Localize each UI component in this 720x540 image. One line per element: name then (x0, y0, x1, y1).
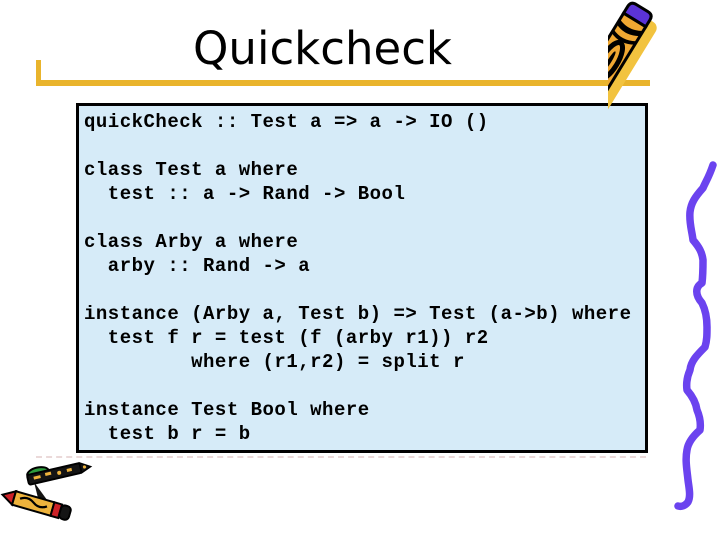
code-line: test :: a -> Rand -> Bool (84, 183, 406, 205)
code-line (84, 374, 645, 398)
page-title: Quickcheck (193, 22, 452, 75)
code-line: instance (Arby a, Test b) => Test (a->b)… (84, 303, 632, 325)
placeholder-dashed-line (36, 456, 646, 458)
code-line: where (r1,r2) = split r (84, 351, 465, 373)
squiggle-icon (674, 161, 717, 511)
code-line: quickCheck :: Test a => a -> IO () (84, 111, 489, 133)
code-line: class Arby a where (84, 231, 299, 253)
code-line: instance Test Bool where (84, 399, 370, 421)
code-line: test b r = b (84, 423, 251, 445)
code-line (84, 134, 645, 158)
code-line: class Test a where (84, 159, 299, 181)
code-line (84, 278, 645, 302)
code-line: arby :: Rand -> a (84, 255, 311, 277)
code-line: test f r = test (f (arby r1)) r2 (84, 327, 489, 349)
pencil-icon (608, 1, 657, 133)
title-underline (36, 60, 650, 86)
crayons-icon (0, 461, 93, 521)
code-box: quickCheck :: Test a => a -> IO () class… (76, 103, 648, 453)
code-line (84, 206, 645, 230)
